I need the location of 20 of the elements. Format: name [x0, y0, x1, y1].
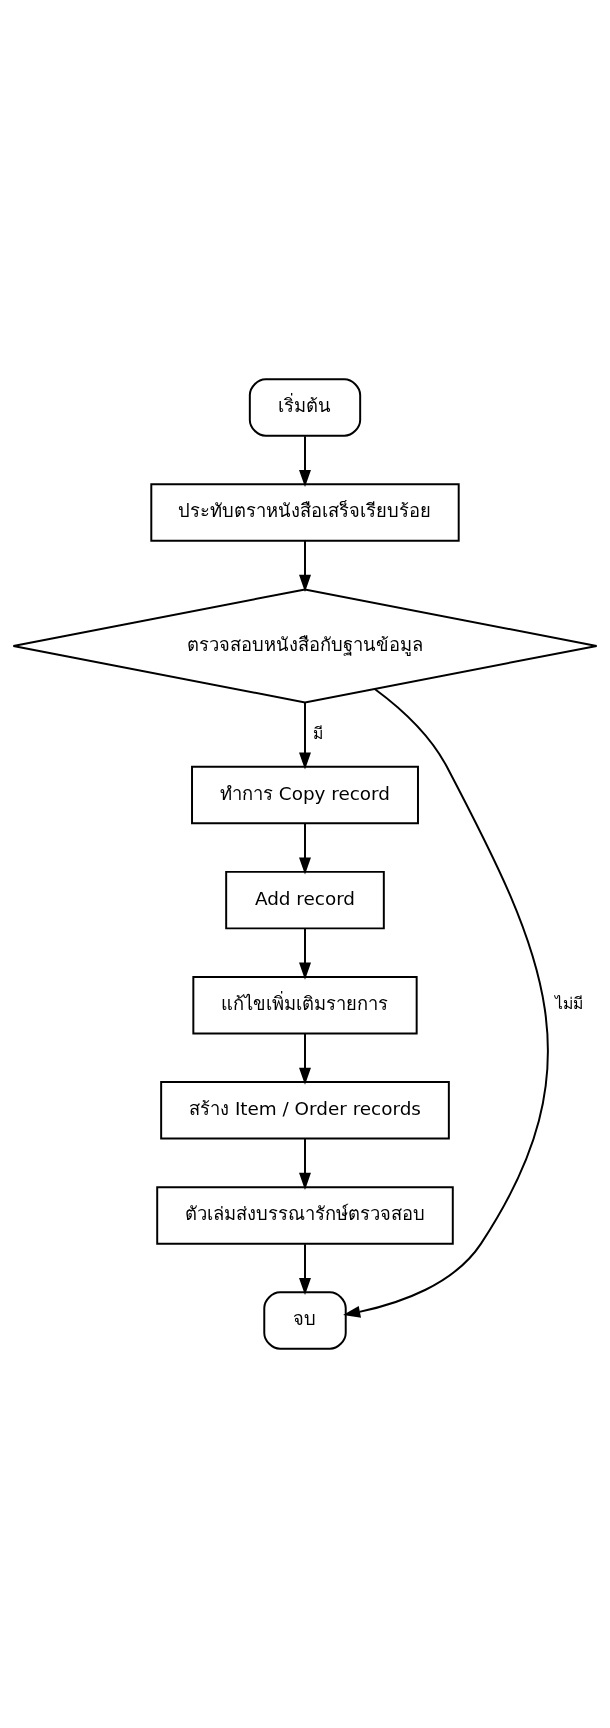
- edge-label: มี: [313, 723, 324, 743]
- arrow: [343, 687, 549, 1318]
- arrow: [299, 1033, 311, 1085]
- node-box: Add record: [225, 870, 385, 930]
- arrow: [299, 701, 311, 770]
- node-box: สร้าง Item / Order records: [160, 1081, 450, 1140]
- node-box: ประทับตราหนังสือเสร็จเรียบร้อย: [150, 483, 460, 542]
- arrow: [299, 822, 311, 875]
- node-box: จบ: [263, 1291, 347, 1350]
- arrow: [299, 435, 311, 488]
- arrow: [299, 927, 311, 980]
- arrow: [299, 1243, 311, 1295]
- node-box: เริ่มต้น: [248, 378, 362, 437]
- node-box: ทำการ Copy record: [191, 765, 419, 825]
- node-diamond: ตรวจสอบหนังสือกับฐานข้อมูล: [12, 588, 598, 704]
- node-box: แก้ไขเพิ่มเติมรายการ: [192, 976, 418, 1035]
- arrow: [299, 1138, 311, 1190]
- edge-label: ไม่มี: [555, 994, 584, 1014]
- arrow: [299, 540, 311, 592]
- node-box: ตัวเล่มส่งบรรณารักษ์ตรวจสอบ: [156, 1186, 454, 1245]
